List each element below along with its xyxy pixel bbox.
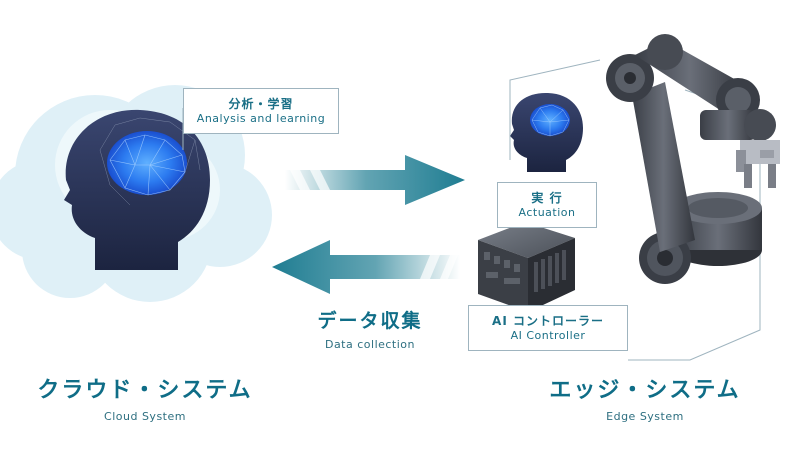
data-collection-jp: データ収集 [317, 310, 423, 332]
ai-controller-en: AI Controller [510, 329, 586, 342]
analysis-learning-jp: 分析・学習 [228, 97, 294, 111]
actuation-jp: 実 行 [531, 191, 563, 205]
cloud-system-en: Cloud System [104, 410, 186, 423]
ai-controller-callout: AI コントローラー AI Controller [468, 305, 628, 351]
edge-head-icon [510, 92, 583, 172]
cloud-system-label: クラウド・システム Cloud System [10, 372, 280, 423]
cloud-head-icon [64, 109, 210, 270]
edge-brain-icon [530, 104, 570, 137]
data-collection-en: Data collection [324, 338, 416, 351]
cloud-system-jp: クラウド・システム [37, 378, 253, 403]
robot-arm-icon [606, 34, 780, 284]
actuation-callout: 実 行 Actuation [497, 182, 597, 228]
edge-system-en: Edge System [606, 410, 684, 423]
data-collection-label: データ収集 Data collection [300, 306, 440, 351]
ai-controller-jp: AI コントローラー [492, 314, 604, 328]
edge-system-jp: エッジ・システム [549, 378, 741, 403]
analysis-learning-callout: 分析・学習 Analysis and learning [183, 88, 339, 134]
arrow-right [285, 155, 465, 205]
edge-system-label: エッジ・システム Edge System [510, 372, 780, 423]
analysis-learning-en: Analysis and learning [196, 112, 326, 125]
arrow-left [272, 240, 460, 294]
actuation-en: Actuation [518, 206, 576, 219]
ai-controller-icon [478, 222, 575, 312]
cloud-brain-icon [99, 117, 201, 206]
